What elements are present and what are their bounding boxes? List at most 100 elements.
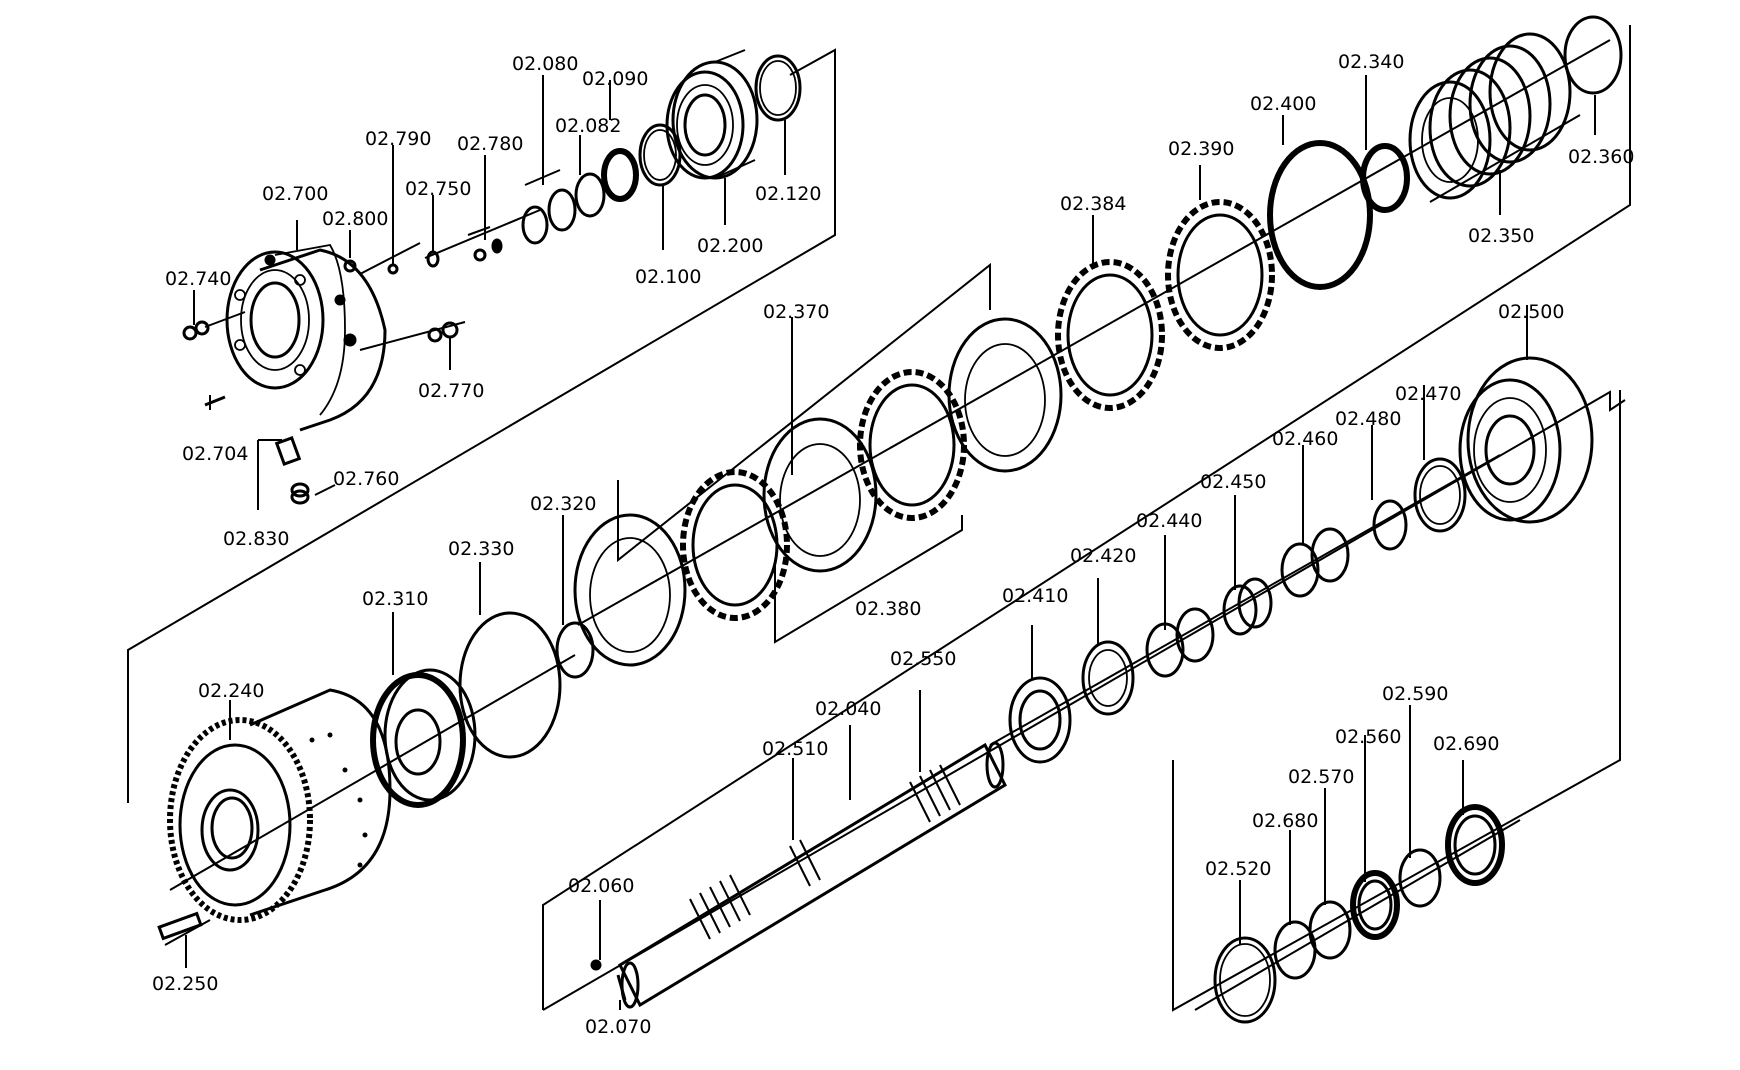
housing-02-700 [225, 244, 387, 432]
bushing-02-450 [1222, 577, 1273, 636]
disc-02-370-a [762, 417, 878, 573]
label-02-570: 02.570 [1288, 766, 1354, 788]
label-02-500: 02.500 [1498, 301, 1564, 323]
plate-02-380-a [680, 469, 790, 621]
axis-line-seals [1194, 819, 1521, 1011]
label-02-380: 02.380 [855, 598, 921, 620]
label-02-410: 02.410 [1002, 585, 1068, 607]
bearing-02-500 [1458, 356, 1594, 524]
label-02-120: 02.120 [755, 183, 821, 205]
pin-02-790 [387, 263, 399, 275]
label-02-070: 02.070 [585, 1016, 651, 1038]
label-02-390: 02.390 [1168, 138, 1234, 160]
ring-02-080-a [521, 205, 549, 245]
group-frame-lower-right [1172, 390, 1621, 1012]
drum-02-240 [167, 688, 392, 923]
label-02-060: 02.060 [568, 875, 634, 897]
label-02-320: 02.320 [530, 493, 596, 515]
plug-02-770 [359, 321, 466, 351]
snap-ring-02-090 [601, 148, 639, 202]
ring-02-480 [1372, 499, 1408, 551]
axis-line-bearing [989, 454, 1501, 746]
ring-02-590 [1398, 848, 1442, 908]
label-02-560: 02.560 [1335, 726, 1401, 748]
label-02-420: 02.420 [1070, 545, 1136, 567]
pin-02-060 [590, 959, 602, 971]
label-02-370: 02.370 [763, 301, 829, 323]
group-frame-clutch-pack [617, 262, 991, 644]
ring-02-082 [574, 172, 606, 218]
label-02-520: 02.520 [1205, 858, 1271, 880]
group-frame-upper-left [127, 48, 836, 803]
ring-02-080-b [547, 188, 577, 232]
label-02-350: 02.350 [1468, 225, 1534, 247]
label-02-450: 02.450 [1200, 471, 1266, 493]
label-02-470: 02.470 [1395, 383, 1461, 405]
bearing-02-200 [665, 49, 759, 180]
ring-02-520 [1213, 936, 1277, 1024]
label-02-790: 02.790 [365, 128, 431, 150]
spring-pack-02-350 [1408, 32, 1572, 200]
label-02-510: 02.510 [762, 738, 828, 760]
ring-02-120 [754, 54, 802, 122]
plate-02-390 [1165, 199, 1275, 351]
ring-02-570 [1308, 900, 1352, 960]
label-02-480: 02.480 [1335, 408, 1401, 430]
label-02-330: 02.330 [448, 538, 514, 560]
label-02-740: 02.740 [165, 268, 231, 290]
label-02-760: 02.760 [333, 468, 399, 490]
plug-02-760 [290, 482, 310, 505]
label-02-090: 02.090 [582, 68, 648, 90]
pin-02-070 [616, 974, 627, 1001]
axis-line-clutch [577, 39, 1611, 626]
label-02-550: 02.550 [890, 648, 956, 670]
label-02-040: 02.040 [815, 698, 881, 720]
plate-02-384 [1055, 259, 1165, 411]
ring-02-400 [1267, 140, 1373, 290]
screw-02-250 [157, 911, 211, 946]
label-02-800: 02.800 [322, 208, 388, 230]
axis-line-housing [424, 209, 541, 259]
label-02-360: 02.360 [1568, 146, 1634, 168]
disc-02-370-b [947, 317, 1063, 473]
label-02-830: 02.830 [223, 528, 289, 550]
label-02-750: 02.750 [405, 178, 471, 200]
ring-02-320-small [555, 621, 595, 679]
label-02-082: 02.082 [555, 115, 621, 137]
group-frame-upper-right [542, 25, 1631, 1011]
seal-02-560 [1350, 870, 1400, 940]
plate-02-360 [1563, 15, 1623, 95]
label-02-770: 02.770 [418, 380, 484, 402]
label-02-384: 02.384 [1060, 193, 1126, 215]
label-02-690: 02.690 [1433, 733, 1499, 755]
label-02-080: 02.080 [512, 53, 578, 75]
valve-02-830 [274, 436, 302, 466]
label-02-250: 02.250 [152, 973, 218, 995]
label-02-400: 02.400 [1250, 93, 1316, 115]
label-02-700: 02.700 [262, 183, 328, 205]
pin-02-704 [204, 395, 226, 407]
screw-02-740 [182, 311, 246, 341]
part-labels: 02.700 02.790 02.800 02.750 02.780 02.08… [152, 51, 1634, 1038]
label-02-780: 02.780 [457, 133, 523, 155]
label-02-200: 02.200 [697, 235, 763, 257]
label-02-460: 02.460 [1272, 428, 1338, 450]
seal-02-690 [1445, 804, 1505, 886]
label-02-340: 02.340 [1338, 51, 1404, 73]
ring-02-420 [1081, 640, 1135, 716]
shaft-02-040 [618, 741, 1007, 1009]
leader-lines [185, 75, 1596, 1010]
label-02-590: 02.590 [1382, 683, 1448, 705]
label-02-704: 02.704 [182, 443, 248, 465]
disc-02-320 [573, 513, 687, 667]
ring-02-470 [1413, 457, 1467, 533]
seal-02-800 [343, 242, 421, 275]
plug-02-780 [467, 226, 503, 262]
seal-ring-02-330 [458, 611, 562, 759]
washer-02-410 [1008, 676, 1072, 764]
label-02-100: 02.100 [635, 266, 701, 288]
label-02-440: 02.440 [1136, 510, 1202, 532]
bushing-02-460 [1280, 527, 1350, 598]
label-02-680: 02.680 [1252, 810, 1318, 832]
